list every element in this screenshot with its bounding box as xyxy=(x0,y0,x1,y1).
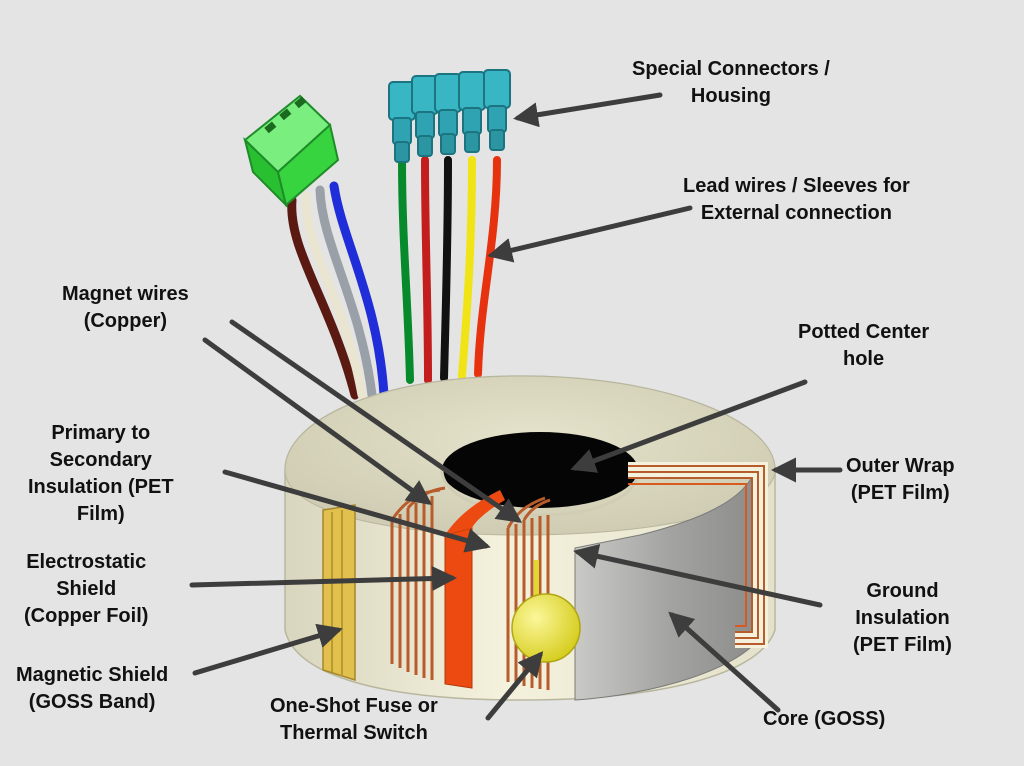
orange-insulation-band xyxy=(444,527,473,689)
magnetic-shield-band xyxy=(322,504,356,682)
arrow-core xyxy=(668,611,781,713)
arrow-ground-insulation xyxy=(573,544,823,608)
center-hole xyxy=(442,432,638,508)
copper-windings-left xyxy=(390,486,446,680)
label-ground-insulation: Ground Insulation (PET Film) xyxy=(853,580,952,656)
label-core: Core (GOSS) xyxy=(763,708,886,730)
label-electrostatic-shield: Electrostatic Shield (Copper Foil) xyxy=(24,551,149,627)
arrow-magnet-wires-b xyxy=(229,319,523,523)
arrow-potted-center xyxy=(570,379,808,473)
arrow-magnetic-shield xyxy=(192,623,343,676)
arrow-fuse xyxy=(485,651,544,721)
teal-connectors xyxy=(388,69,511,163)
connector-lead-wires xyxy=(287,181,389,400)
label-fuse: One-Shot Fuse or Thermal Switch xyxy=(270,695,438,744)
label-magnet-wires: Magnet wires (Copper) xyxy=(62,283,189,332)
callout-arrows xyxy=(189,92,843,721)
label-magnetic-shield: Magnetic Shield (GOSS Band) xyxy=(16,664,169,713)
thermal-fuse xyxy=(511,560,581,663)
outer-wrap-layers xyxy=(628,462,768,648)
arrow-magnet-wires-a xyxy=(202,337,433,505)
arrow-lead-wires xyxy=(487,205,693,263)
label-outer-wrap: Outer Wrap (PET Film) xyxy=(846,455,955,504)
lead-wires xyxy=(398,156,501,384)
label-lead-wires: Lead wires / Sleeves for External connec… xyxy=(683,175,910,224)
label-special-connectors: Special Connectors / Housing xyxy=(632,58,830,107)
label-primary-secondary-insulation: Primary to Secondary Insulation (PET Fil… xyxy=(28,422,174,525)
arrow-electrostatic-shield xyxy=(189,566,457,592)
label-potted-center: Potted Center hole xyxy=(798,321,930,370)
arrow-primary-secondary xyxy=(222,469,491,553)
arrow-special-connectors xyxy=(513,92,663,128)
green-connector-housing xyxy=(243,94,340,209)
